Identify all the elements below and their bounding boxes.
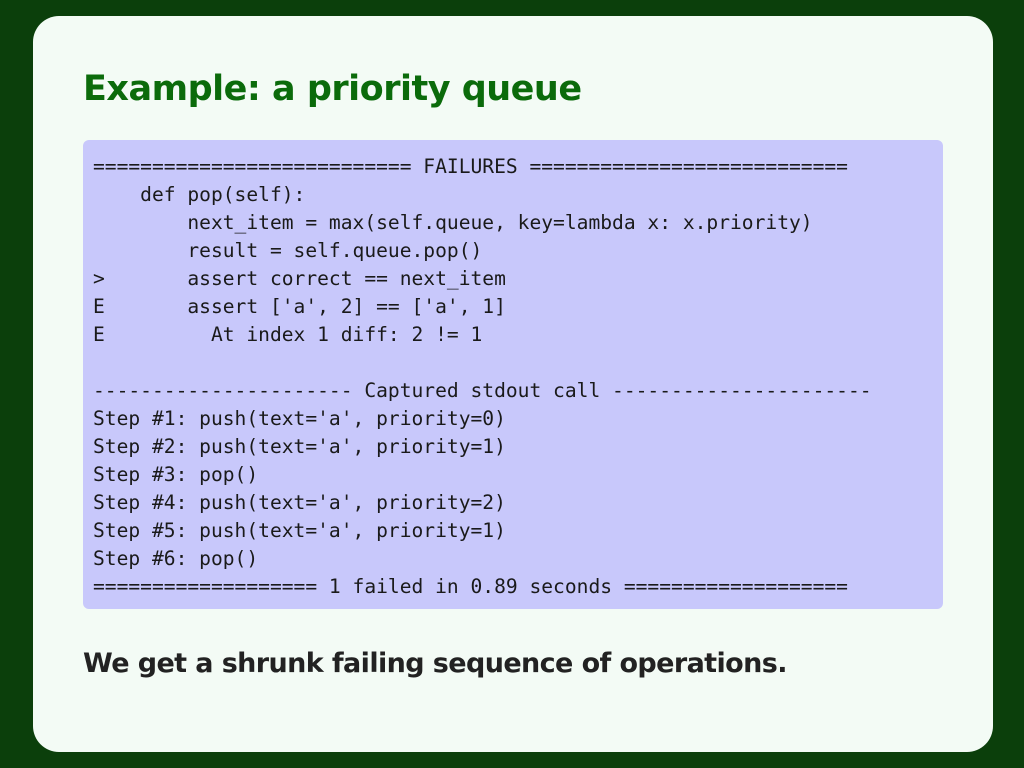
step-line: Step #1: push(text='a', priority=0) — [93, 407, 506, 430]
test-output-text: =========================== FAILURES ===… — [93, 153, 872, 601]
step-line: Step #5: push(text='a', priority=1) — [93, 519, 506, 542]
failing-assert-line: > assert correct == next_item — [93, 267, 506, 290]
blank-line — [93, 349, 872, 377]
error-line: E assert ['a', 2] == ['a', 1] — [93, 295, 506, 318]
test-output-block: =========================== FAILURES ===… — [83, 140, 943, 609]
slide-title: Example: a priority queue — [83, 69, 582, 109]
code-line: result = self.queue.pop() — [93, 239, 483, 262]
code-line: next_item = max(self.queue, key=lambda x… — [93, 211, 813, 234]
step-line: Step #4: push(text='a', priority=2) — [93, 491, 506, 514]
captured-stdout-separator-line: ---------------------- Captured stdout c… — [93, 379, 872, 402]
step-line: Step #6: pop() — [93, 547, 259, 570]
step-line: Step #3: pop() — [93, 463, 259, 486]
summary-line: =================== 1 failed in 0.89 sec… — [93, 575, 848, 598]
failures-separator-line: =========================== FAILURES ===… — [93, 155, 848, 178]
slide: Example: a priority queue ==============… — [33, 16, 993, 752]
code-line: def pop(self): — [93, 183, 306, 206]
slide-caption: We get a shrunk failing sequence of oper… — [83, 648, 787, 679]
step-line: Step #2: push(text='a', priority=1) — [93, 435, 506, 458]
error-line: E At index 1 diff: 2 != 1 — [93, 323, 483, 346]
